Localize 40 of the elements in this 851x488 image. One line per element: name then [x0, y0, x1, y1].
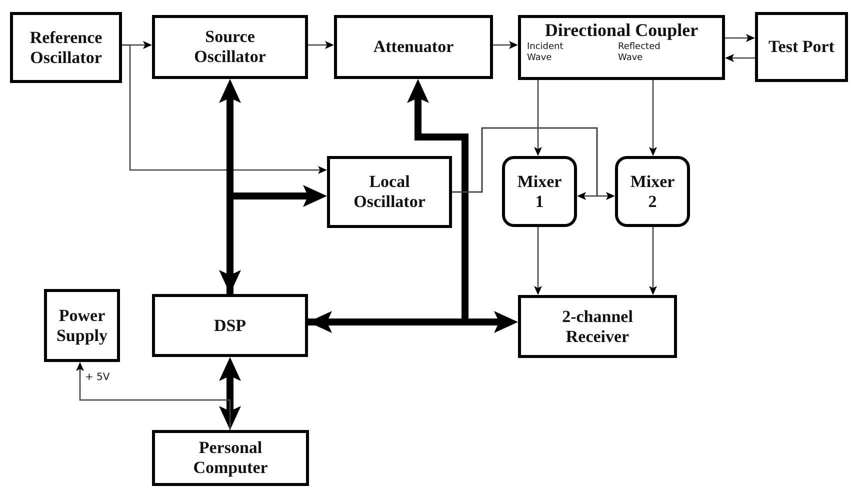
block-box	[152, 294, 308, 357]
block-box	[334, 15, 493, 79]
signal-arrow	[725, 54, 755, 62]
block-label: Source Oscillator	[193, 27, 267, 67]
bus-arrow	[226, 185, 327, 294]
block-box	[152, 430, 309, 486]
signal-arrow	[534, 80, 542, 156]
signal-arrow	[308, 41, 334, 49]
block-label: Attenuator	[373, 37, 454, 57]
signal-arrow	[649, 227, 657, 295]
block-box	[518, 15, 725, 80]
block-box	[10, 12, 122, 83]
block-label: Test Port	[768, 37, 834, 57]
mixer-box	[502, 156, 577, 227]
block-box	[44, 289, 120, 362]
bus-arrow	[308, 79, 468, 326]
signal-arrow	[725, 34, 755, 42]
block-label: Local Oscillator	[352, 172, 426, 212]
port-label: Incident Wave	[527, 42, 564, 66]
signal-arrow	[493, 41, 518, 49]
block-label: Personal Computer	[192, 438, 269, 478]
block-box	[755, 12, 848, 82]
block-label: Power Supply	[55, 306, 109, 346]
signal-arrow	[76, 362, 231, 430]
bus-arrow	[219, 357, 241, 430]
block-label: Directional Coupler	[544, 20, 700, 41]
block-label: DSP	[214, 316, 246, 336]
block-label: Reference Oscillator	[28, 28, 104, 68]
block-box	[152, 15, 308, 79]
signal-arrow	[649, 80, 657, 156]
block-label: Mixer 2	[629, 172, 676, 212]
block-box	[327, 156, 452, 228]
signal-arrow	[534, 227, 542, 295]
block-label: Mixer 1	[516, 172, 563, 212]
mixer-box	[615, 156, 690, 227]
port-label: Reflected Wave	[618, 42, 662, 66]
block-label: 2-channel Receiver	[561, 306, 634, 346]
edge-label: + 5V	[84, 372, 111, 383]
signal-arrow	[122, 44, 327, 174]
block-box	[518, 295, 677, 358]
